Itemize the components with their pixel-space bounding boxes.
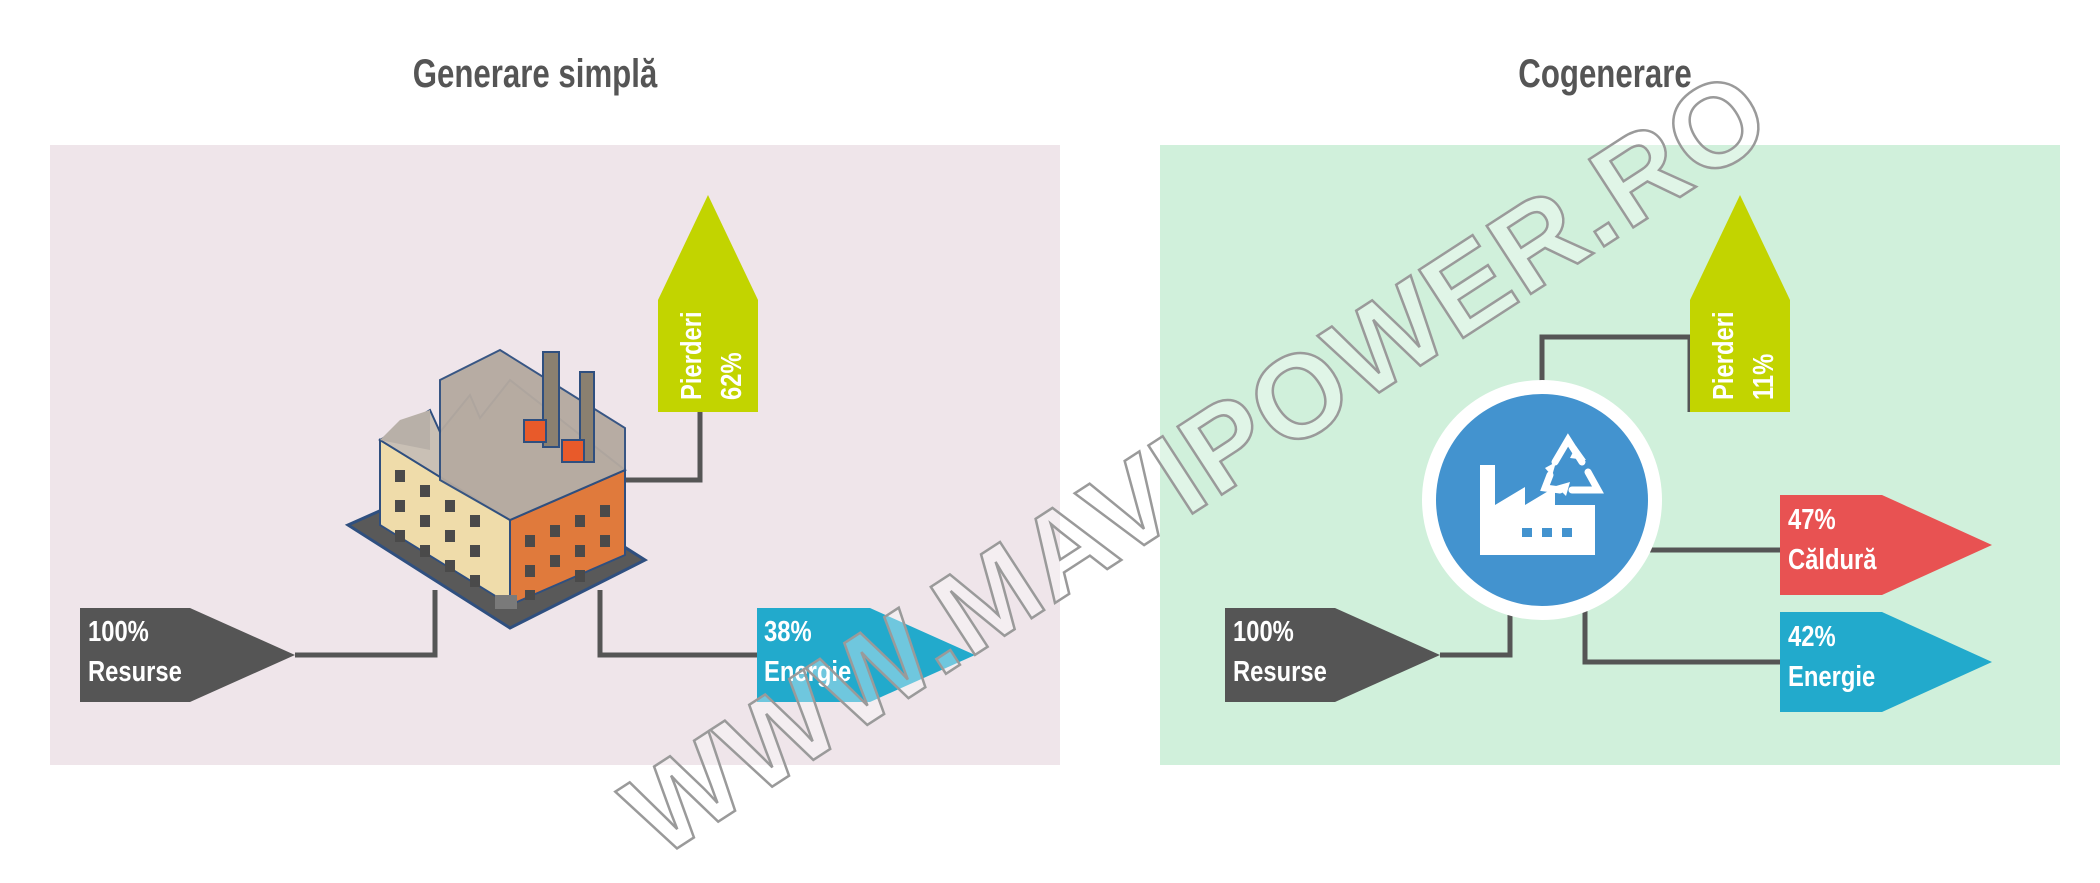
right-caldura-arrow bbox=[1780, 495, 1992, 595]
left-resurse-text: Resurse bbox=[88, 656, 182, 688]
right-pierderi-pct: 11% bbox=[1748, 353, 1780, 400]
left-pierderi-pct: 62% bbox=[716, 352, 748, 400]
right-resurse-arrow bbox=[1225, 608, 1440, 702]
left-energie-text: Energie bbox=[764, 656, 852, 688]
right-caldura-label: 47% Căldură bbox=[1788, 500, 1877, 580]
right-energie-text: Energie bbox=[1788, 661, 1876, 693]
left-pierderi-arrow bbox=[658, 195, 758, 412]
title-generare-simpla: Generare simplă bbox=[412, 52, 658, 96]
left-energie-pct: 38% bbox=[764, 616, 812, 648]
diagram-graphics bbox=[80, 195, 1992, 712]
right-resurse-label: 100% Resurse bbox=[1233, 612, 1327, 692]
factory-building-icon bbox=[344, 348, 649, 630]
right-caldura-text: Căldură bbox=[1788, 544, 1877, 576]
right-resurse-pct: 100% bbox=[1233, 616, 1294, 648]
right-caldura-pct: 47% bbox=[1788, 504, 1836, 536]
right-energie-pct: 42% bbox=[1788, 621, 1836, 653]
right-pierderi-arrow bbox=[1690, 195, 1790, 412]
recycling-factory-icon bbox=[1422, 380, 1662, 620]
right-energie-label: 42% Energie bbox=[1788, 617, 1875, 697]
left-resurse-label: 100% Resurse bbox=[88, 612, 182, 692]
right-pierderi-label: Pierderi 11% bbox=[1704, 311, 1784, 400]
left-resurse-pct: 100% bbox=[88, 616, 149, 648]
left-resurse-arrow bbox=[80, 608, 295, 702]
left-energie-arrow bbox=[757, 608, 975, 702]
right-pierderi-text: Pierderi bbox=[1708, 311, 1740, 400]
right-energie-arrow bbox=[1780, 612, 1992, 712]
left-connectors bbox=[295, 412, 765, 658]
left-pierderi-text: Pierderi bbox=[676, 311, 708, 400]
left-pierderi-label: Pierderi 62% bbox=[672, 311, 752, 400]
right-resurse-text: Resurse bbox=[1233, 656, 1327, 688]
title-cogenerare: Cogenerare bbox=[1518, 52, 1692, 96]
left-energie-label: 38% Energie bbox=[764, 612, 851, 692]
